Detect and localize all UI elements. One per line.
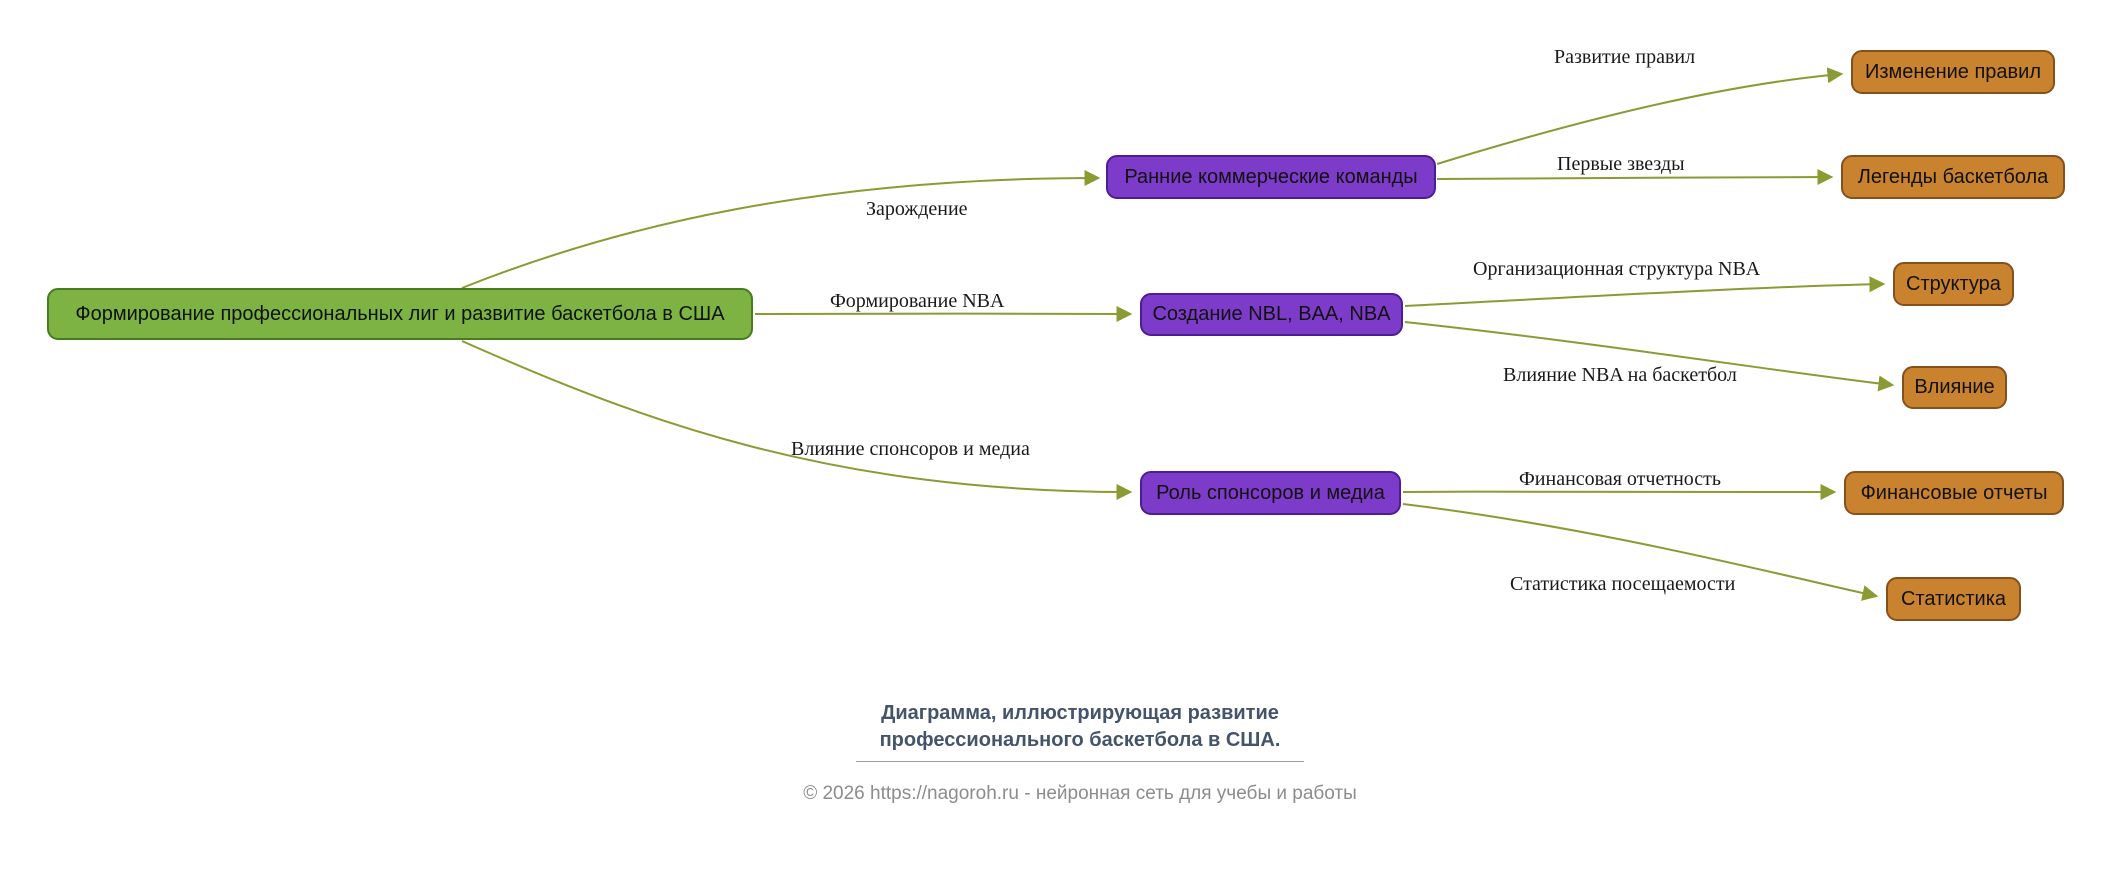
node-label: Влияние bbox=[1914, 376, 1995, 398]
edge-leagues-structure bbox=[1404, 276, 1886, 307]
node-root-label: Формирование профессиональных лиг и разв… bbox=[75, 302, 725, 325]
edge-label-origin: Зарождение bbox=[866, 198, 968, 220]
node-creation-nbl-baa-nba: Создание NBL, BAA, NBA bbox=[1140, 293, 1403, 336]
edge-teams-legends bbox=[1436, 169, 1834, 186]
caption-line1: Диаграмма, иллюстрирующая развитие bbox=[881, 702, 1279, 724]
caption-block: Диаграмма, иллюстрирующая развитие профе… bbox=[760, 700, 1400, 805]
node-label: Легенды баскетбола bbox=[1857, 165, 2049, 188]
edge-label-nba-org-structure: Организационная структура NBA bbox=[1473, 258, 1761, 280]
edge-label-attendance-statistics: Статистика посещаемости bbox=[1510, 573, 1736, 595]
node-sponsors-media-role: Роль спонсоров и медиа bbox=[1140, 471, 1401, 515]
node-root: Формирование профессиональных лиг и разв… bbox=[47, 288, 753, 340]
footer-credit: © 2026 https://nagoroh.ru - нейронная се… bbox=[803, 783, 1357, 804]
edge-root-teams bbox=[461, 170, 1101, 289]
edge-label-rules-development: Развитие правил bbox=[1554, 46, 1696, 68]
node-statistics: Статистика bbox=[1886, 577, 2021, 621]
node-label: Структура bbox=[1906, 272, 2001, 295]
edge-label-nba-influence: Влияние NBA на баскетбол bbox=[1503, 364, 1737, 386]
edge-label-first-stars: Первые звезды bbox=[1557, 153, 1685, 175]
edge-label-financial-reporting: Финансовая отчетность bbox=[1519, 468, 1722, 490]
edge-teams-rules bbox=[1436, 67, 1844, 165]
node-basketball-legends: Легенды баскетбола bbox=[1841, 155, 2065, 199]
edge-sponsors-stats bbox=[1402, 503, 1879, 601]
node-early-commercial-teams: Ранние коммерческие команды bbox=[1106, 155, 1436, 199]
node-label: Ранние коммерческие команды bbox=[1124, 165, 1418, 188]
node-financial-reports: Финансовые отчеты bbox=[1844, 471, 2064, 515]
node-label: Финансовые отчеты bbox=[1860, 481, 2048, 504]
caption-divider bbox=[856, 761, 1304, 762]
node-influence: Влияние bbox=[1902, 366, 2007, 409]
edge-root-sponsors bbox=[461, 340, 1133, 500]
edge-leagues-influence bbox=[1404, 321, 1895, 392]
caption-line2: профессионального баскетбола в США. bbox=[879, 729, 1281, 751]
node-label: Изменение правил bbox=[1864, 60, 2042, 83]
node-label: Создание NBL, BAA, NBA bbox=[1152, 303, 1391, 325]
node-label: Статистика bbox=[1900, 587, 2007, 610]
node-rule-changes: Изменение правил bbox=[1851, 50, 2055, 94]
node-structure: Структура bbox=[1893, 262, 2014, 306]
edge-label-sponsors-media-influence: Влияние спонсоров и медиа bbox=[791, 438, 1030, 460]
edge-label-nba-formation: Формирование NBA bbox=[830, 290, 1005, 312]
node-label: Роль спонсоров и медиа bbox=[1156, 481, 1385, 504]
